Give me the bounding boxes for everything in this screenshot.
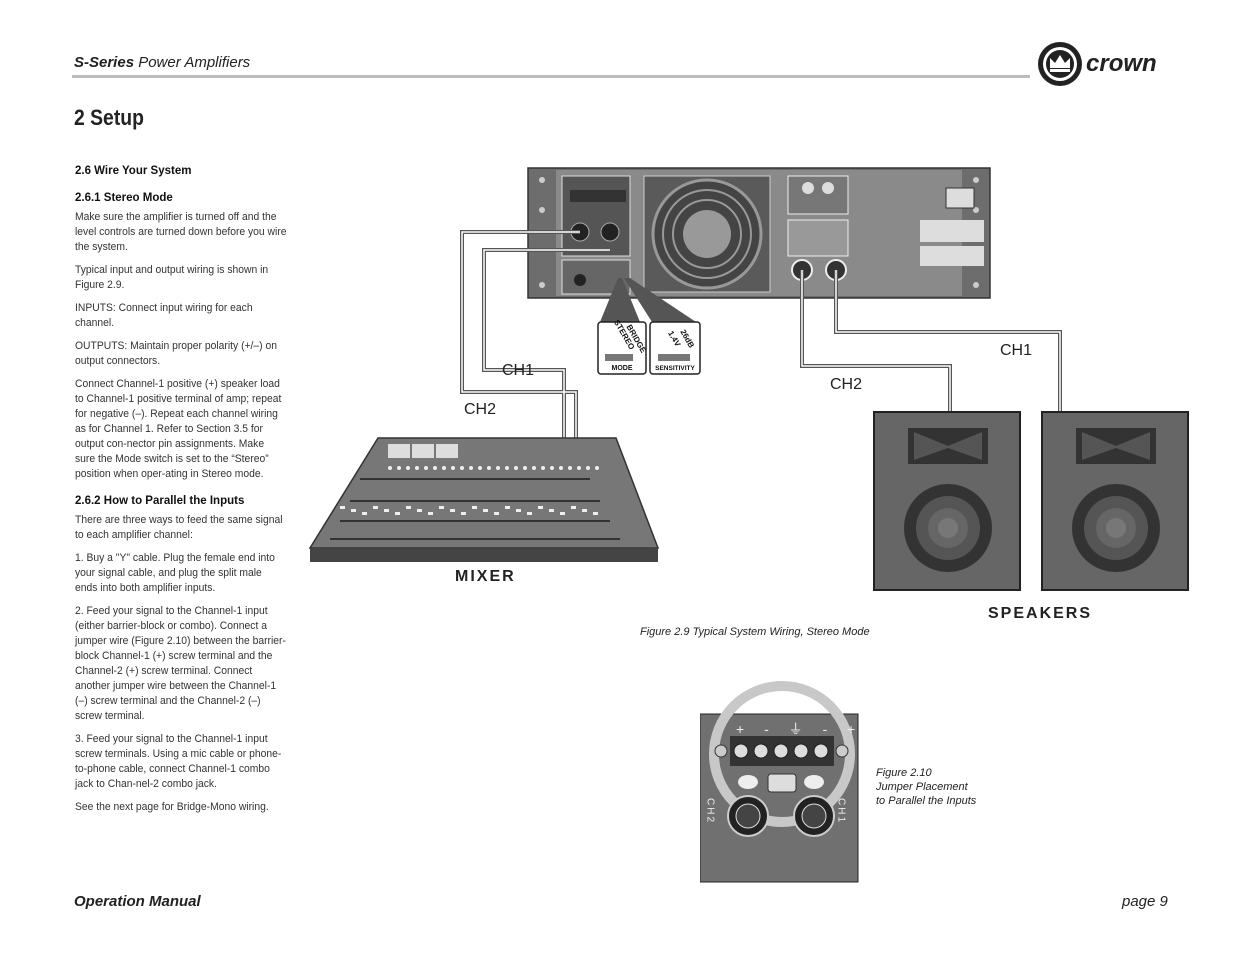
paragraph: INPUTS: Connect input wiring for each ch… (75, 302, 253, 329)
mixer-knob (415, 466, 419, 470)
mixer-knob (397, 466, 401, 470)
section-title: 2 Setup (74, 105, 144, 130)
paragraph: Typical input and output wiring is shown… (75, 264, 269, 291)
mixer-fader (395, 512, 400, 515)
mixer-knob (523, 466, 527, 470)
mixer-fader (582, 509, 587, 512)
mixer-knob (478, 466, 482, 470)
series-subtitle: Power Amplifiers (134, 54, 251, 71)
mixer-knob (424, 466, 428, 470)
mixer-fader (516, 509, 521, 512)
mixer-fader (472, 506, 477, 509)
ch1-input-label: CH1 (502, 362, 534, 379)
figure-2-9-wiring-diagram: STEREO BRIDGE MODE 1.4V 26dB SENSITIVITY… (308, 167, 1189, 620)
paragraph: See the next page for Bridge-Mono wiring… (75, 801, 269, 813)
mixer-fader (538, 506, 543, 509)
figure-2-10-jumper-diagram: + - ⏚ - + CH2 CH1 (700, 681, 860, 883)
mixer-knob (595, 466, 599, 470)
brand-text: crown (1086, 50, 1157, 77)
mixer-fader (494, 512, 499, 515)
mixer-fader (362, 512, 367, 515)
mixer-knob (577, 466, 581, 470)
mixer-knob (505, 466, 509, 470)
crown-logo: crown (1036, 38, 1186, 90)
mixer-console (308, 437, 660, 562)
figure-2-10-caption-line: to Parallel the Inputs (876, 795, 977, 807)
mixer-knob (541, 466, 545, 470)
ch2-output-label: CH2 (830, 376, 862, 393)
series-name: S-Series (74, 54, 135, 71)
mixer-knob (586, 466, 590, 470)
heading-parallel-inputs: 2.6.2 How to Parallel the Inputs (75, 495, 245, 507)
mixer-fader (384, 509, 389, 512)
mixer-knob (388, 466, 392, 470)
paragraph: Connect Channel-1 positive (+) speaker l… (75, 378, 282, 480)
mixer-fader (406, 506, 411, 509)
mixer-fader (351, 509, 356, 512)
mode-switch-label: MODE (612, 365, 633, 372)
mixer-knob (568, 466, 572, 470)
footer-manual-title: Operation Manual (74, 893, 201, 910)
mixer-knob (469, 466, 473, 470)
paragraph: Make sure the amplifier is turned off an… (75, 211, 287, 253)
mixer-knob (433, 466, 437, 470)
mixer-label: MIXER (455, 568, 516, 585)
mixer-knob (559, 466, 563, 470)
mixer-knob (451, 466, 455, 470)
mixer-knob (532, 466, 536, 470)
text-column: 2.6 Wire Your System 2.6.1 Stereo Mode M… (75, 164, 287, 823)
mixer-fader (340, 506, 345, 509)
mixer-fader (450, 509, 455, 512)
figure-2-10-caption: Figure 2.10 Jumper Placement to Parallel… (876, 766, 976, 808)
mixer-fader (505, 506, 510, 509)
mixer-fader (428, 512, 433, 515)
mixer-knob (550, 466, 554, 470)
switch-callouts: STEREO BRIDGE MODE 1.4V 26dB SENSITIVITY (597, 278, 701, 375)
speakers-label: SPEAKERS (988, 605, 1092, 620)
mixer-fader (461, 512, 466, 515)
header-rule (72, 75, 1030, 78)
sensitivity-switch-label: SENSITIVITY (655, 365, 695, 372)
mixer-fader (571, 506, 576, 509)
paragraph: 3. Feed your signal to the Channel-1 inp… (75, 733, 282, 790)
speaker-ch1 (1041, 411, 1189, 591)
speaker-ch2 (873, 411, 1021, 591)
mixer-fader (593, 512, 598, 515)
mixer-fader (560, 512, 565, 515)
paragraph: 2. Feed your signal to the Channel-1 inp… (75, 605, 286, 722)
figure-2-10-caption-line: Figure 2.10 (876, 767, 932, 779)
paragraph: There are three ways to feed the same si… (75, 514, 283, 541)
mixer-fader (373, 506, 378, 509)
terminal-labels: + - ⏚ - + (736, 721, 860, 737)
mixer-knob (496, 466, 500, 470)
mixer-knob (514, 466, 518, 470)
amplifier-rear-panel (527, 167, 991, 299)
paragraph: 1. Buy a "Y" cable. Plug the female end … (75, 552, 275, 594)
mixer-fader (417, 509, 422, 512)
running-header: S-Series Power Amplifiers (74, 54, 250, 71)
mixer-fader (527, 512, 532, 515)
figure-2-10-caption-line: Jumper Placement (876, 781, 968, 793)
heading-wire-your-system: 2.6 Wire Your System (75, 165, 192, 177)
mixer-knob (406, 466, 410, 470)
mixer-fader (483, 509, 488, 512)
paragraph: OUTPUTS: Maintain proper polarity (+/–) … (75, 340, 277, 367)
mixer-knob (460, 466, 464, 470)
footer-page-number: page 9 (1122, 893, 1168, 910)
figure-2-9-caption: Figure 2.9 Typical System Wiring, Stereo… (640, 626, 870, 638)
heading-stereo-mode: 2.6.1 Stereo Mode (75, 192, 173, 204)
ch2-input-label: CH2 (464, 401, 496, 418)
ch1-output-label: CH1 (1000, 342, 1032, 359)
ch2-jack-label: CH2 (705, 798, 716, 824)
mixer-fader (439, 506, 444, 509)
mixer-fader (549, 509, 554, 512)
mixer-knob (442, 466, 446, 470)
ch1-jack-label: CH1 (836, 798, 847, 824)
mixer-knob (487, 466, 491, 470)
